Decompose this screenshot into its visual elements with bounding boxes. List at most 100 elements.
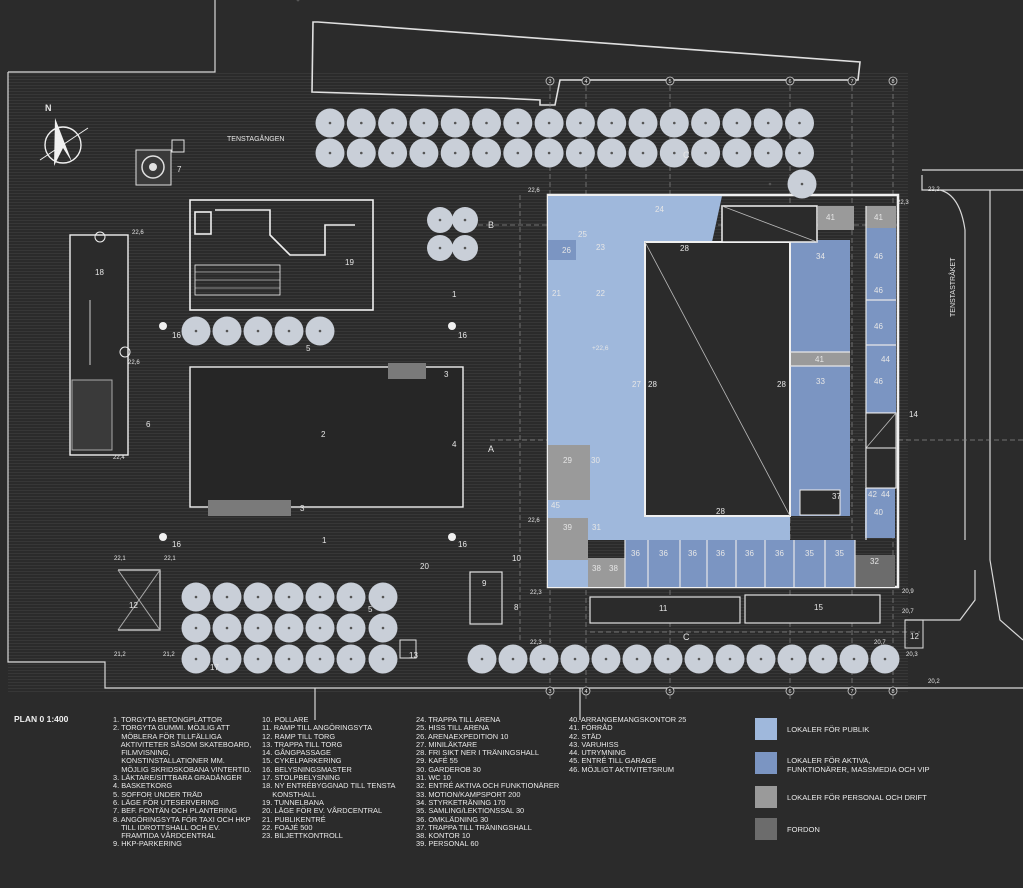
tree-icon — [274, 613, 304, 643]
key-label-public: LOKALER FÖR PUBLIK — [787, 725, 870, 734]
tree-icon — [181, 316, 211, 346]
light-mast-icon — [159, 322, 167, 330]
num-1b: 1 — [322, 536, 327, 545]
key-label-staff: LOKALER FÖR PERSONAL OCH DRIFT — [787, 793, 927, 802]
legend-line: TILL IDROTTSHALL OCH EV. — [113, 822, 221, 832]
tree-icon — [785, 108, 814, 138]
grid-label: 8 — [891, 79, 894, 85]
room-39: 39 — [563, 523, 572, 532]
tree-icon — [378, 138, 408, 168]
elev-7: 21,2 — [163, 652, 175, 658]
tree-icon — [212, 316, 242, 346]
num-11: 11 — [659, 604, 668, 613]
tree-icon — [628, 108, 658, 138]
tree-icon — [368, 644, 398, 674]
room-27: 27 — [632, 380, 641, 389]
tree-icon — [305, 316, 335, 346]
elev-13: 20,2 — [928, 679, 940, 685]
existing-building — [311, 21, 861, 106]
grid-marker: 7 — [847, 76, 857, 86]
tree-layer — [181, 0, 900, 674]
light-mast-icon — [448, 533, 456, 541]
bleacher-south — [208, 500, 291, 516]
room-23: 23 — [596, 243, 605, 252]
legend-line: 39. PERSONAL 60 — [416, 839, 479, 849]
room-46a: 46 — [874, 252, 883, 261]
grid-label: 7 — [850, 689, 853, 695]
tree-icon — [243, 582, 273, 612]
tree-icon — [336, 613, 366, 643]
room-41c: 41 — [815, 355, 824, 364]
elev-4: 22,1 — [114, 556, 126, 562]
num-6: 6 — [146, 420, 151, 429]
room-34: 34 — [816, 252, 825, 261]
active-zone-east — [790, 240, 850, 516]
tree-icon — [243, 316, 273, 346]
tree-icon — [503, 108, 533, 138]
tree-icon — [691, 138, 721, 168]
room-36f: 36 — [775, 549, 784, 558]
legend-line: 31. WC 10 — [416, 773, 451, 783]
tree-icon — [305, 644, 335, 674]
tree-icon — [839, 644, 869, 674]
legend-line: 10. POLLARE — [262, 715, 309, 724]
legend-line: 17. STOLPBELYSNING — [262, 773, 341, 783]
num-18: 18 — [95, 268, 104, 277]
tree-icon — [336, 582, 366, 612]
active-zone-46 — [866, 228, 896, 413]
legend-line: 18. NY ENTRÉBYGGNAD TILL TENSTA — [262, 781, 396, 791]
grid-marker: 7 — [847, 686, 857, 696]
tree-icon — [274, 316, 304, 346]
legend-line: 28. FRI SIKT NER I TRÄNINGSHALL — [416, 748, 539, 758]
tree-icon — [808, 644, 838, 674]
tree-icon — [472, 138, 501, 168]
rubber-plaza — [189, 366, 464, 508]
tree-icon — [597, 108, 627, 138]
elev-8: 22,3 — [530, 590, 542, 596]
legend-line: 26. ARENAEXPEDITION 10 — [416, 731, 509, 741]
legend-line: 34. STYRKETRÄNING 170 — [416, 797, 506, 807]
tree-icon — [472, 108, 501, 138]
grid-marker: 4 — [581, 76, 591, 86]
num-2: 2 — [321, 430, 326, 439]
legend-line: 44. UTRYMNING — [569, 748, 626, 758]
legend-line: 9. HKP-PARKERING — [113, 839, 182, 849]
tree-icon — [560, 644, 590, 674]
entrance-32 — [855, 555, 895, 587]
key-label-active: LOKALER FÖR AKTIVA, FUNKTIONÄRER, MASSME… — [787, 756, 930, 774]
room-28c: 28 — [680, 244, 689, 253]
tree-icon — [368, 613, 398, 643]
tree-icon — [691, 108, 721, 138]
tree-icon — [746, 644, 776, 674]
elev-2: 22,6 — [128, 360, 140, 366]
room-44b: 44 — [881, 490, 890, 499]
num-5b: 5 — [368, 605, 373, 614]
forrad-41b — [866, 206, 896, 228]
tree-icon — [440, 108, 470, 138]
hkp-parking — [469, 571, 503, 625]
tree-icon — [785, 138, 814, 168]
num-1: 1 — [452, 290, 457, 299]
num-16d: 16 — [458, 540, 467, 549]
legend-line: KONSTINSTALLATIONER MM. — [113, 756, 225, 766]
elev-5: 22,1 — [164, 556, 176, 562]
tree-icon — [427, 207, 453, 233]
tree-icon — [534, 108, 564, 138]
forrad-41a — [818, 206, 854, 230]
num-15: 15 — [814, 603, 823, 612]
legend-line: 36. OMKLÄDNING 30 — [416, 814, 489, 824]
tree-icon — [274, 582, 304, 612]
room-44a: 44 — [881, 355, 890, 364]
room-33: 33 — [816, 377, 825, 386]
metro-building — [189, 199, 374, 311]
room-46c: 46 — [874, 322, 883, 331]
num-16a: 16 — [172, 331, 181, 340]
room-30: 30 — [591, 456, 600, 465]
legend-line: 29. KAFÉ 55 — [416, 756, 458, 766]
room-41b: 41 — [874, 213, 883, 222]
legend-line: 42. STÄD — [569, 731, 602, 741]
north-arrow-icon — [39, 118, 89, 166]
key-swatch-staff — [755, 786, 777, 808]
